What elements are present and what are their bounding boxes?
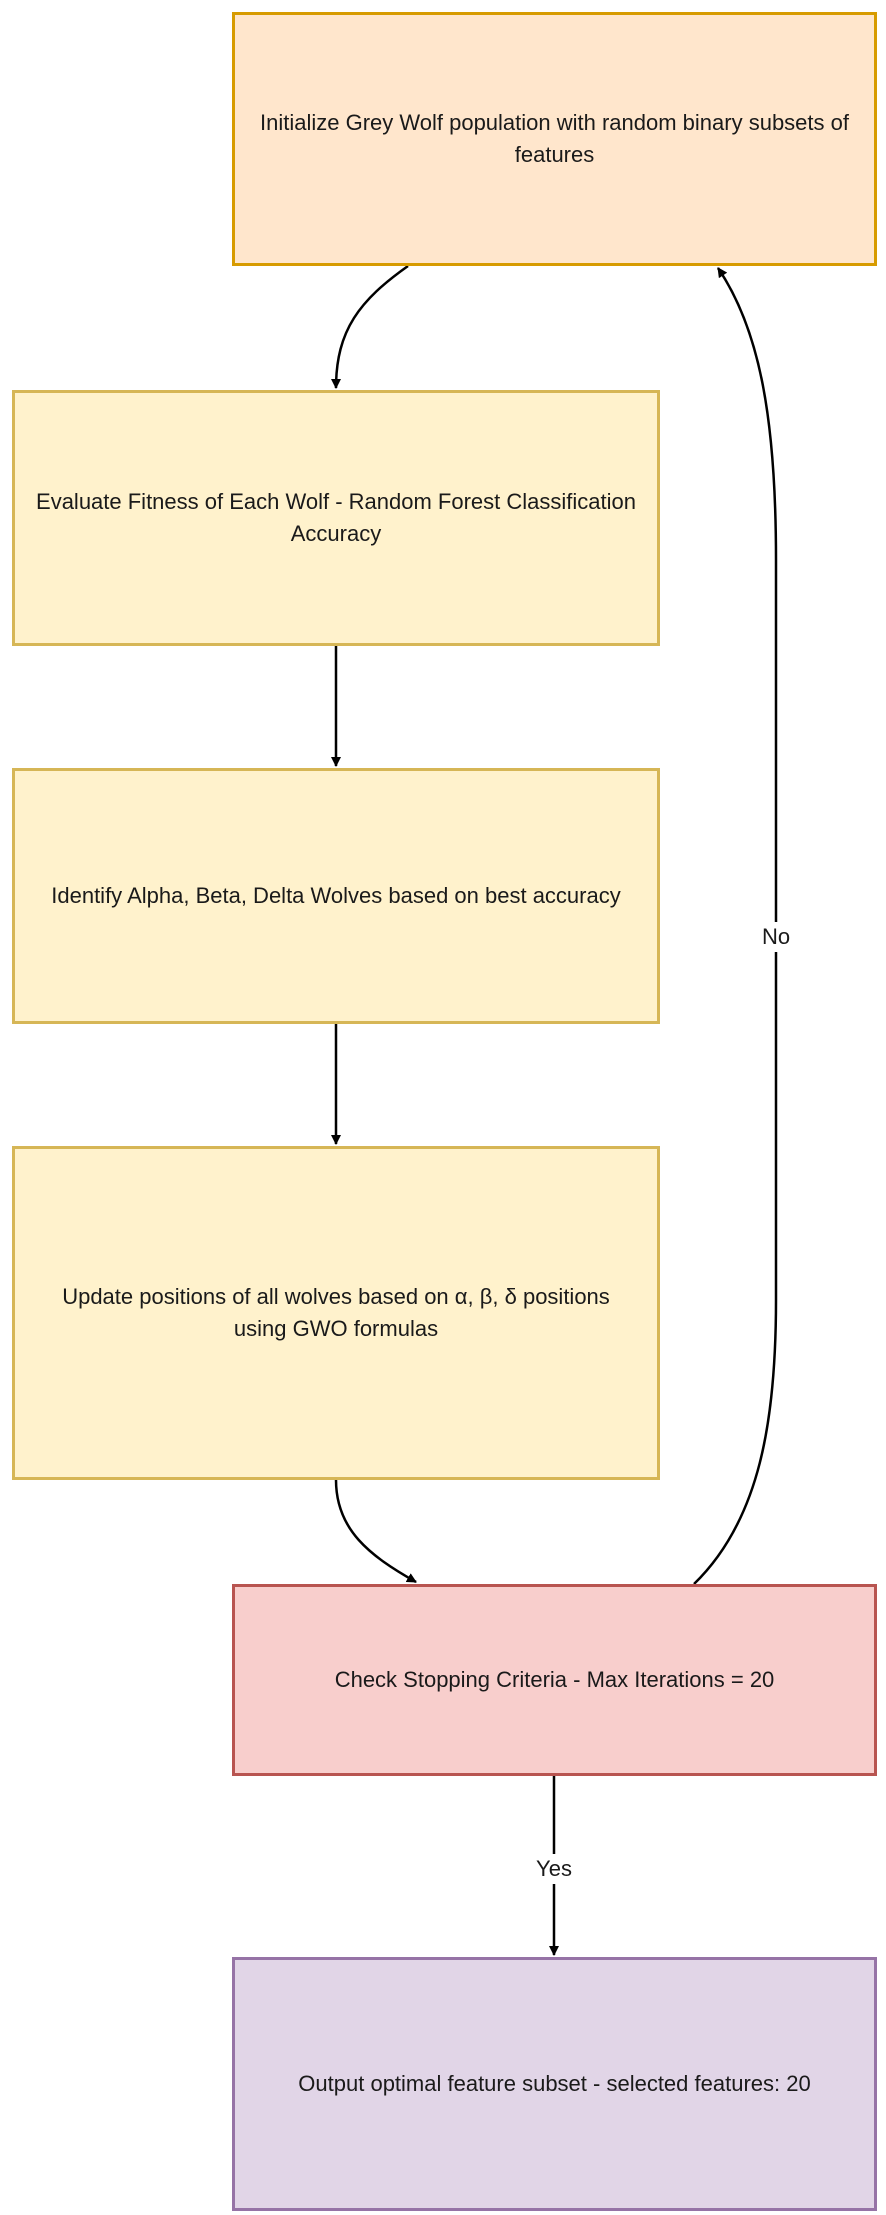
output-subset-node: Output optimal feature subset - selected… — [232, 1957, 877, 2211]
edge-label-no: No — [757, 922, 795, 952]
evaluate-fitness-text: Evaluate Fitness of Each Wolf - Random F… — [36, 489, 636, 546]
update-positions-node: Update positions of all wolves based on … — [12, 1146, 660, 1480]
init-population-text: Initialize Grey Wolf population with ran… — [260, 110, 849, 167]
identify-leaders-text: Identify Alpha, Beta, Delta Wolves based… — [51, 883, 621, 909]
check-stopping-text: Check Stopping Criteria - Max Iterations… — [334, 1667, 775, 1693]
evaluate-fitness-node: Evaluate Fitness of Each Wolf - Random F… — [12, 390, 660, 646]
edge-init-to-evaluate — [331, 264, 409, 389]
init-population-node: Initialize Grey Wolf population with ran… — [232, 12, 877, 266]
check-stopping-node: Check Stopping Criteria - Max Iterations… — [232, 1584, 877, 1776]
edge-label-yes: Yes — [532, 1854, 576, 1884]
update-positions-text: Update positions of all wolves based on … — [62, 1284, 610, 1341]
identify-leaders-node: Identify Alpha, Beta, Delta Wolves based… — [12, 768, 660, 1024]
edge-update-to-check — [334, 1479, 417, 1584]
output-subset-text: Output optimal feature subset - selected… — [298, 2071, 811, 2097]
